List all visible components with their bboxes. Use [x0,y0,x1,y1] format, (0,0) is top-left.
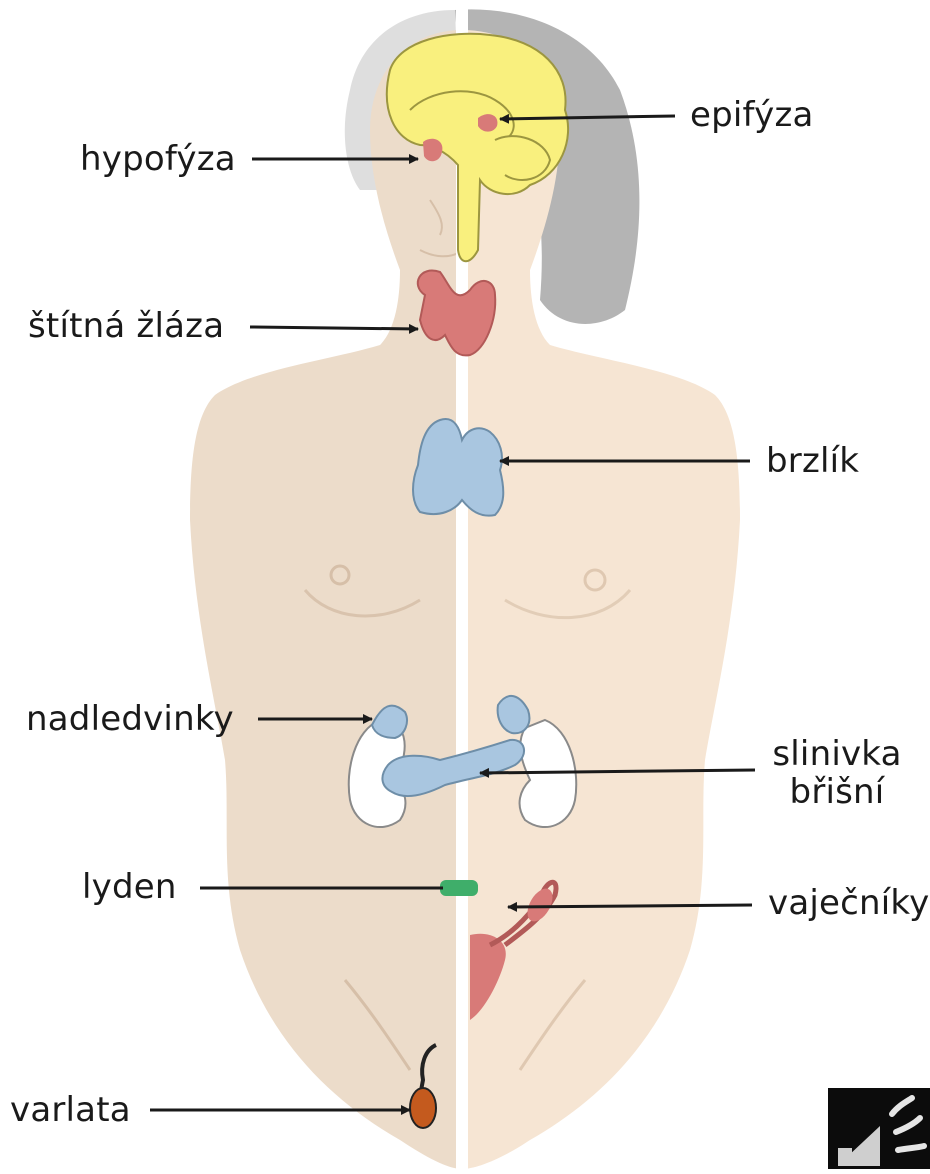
label-slinivka-brisni: slinivka břišní [762,735,912,811]
label-slinivka-line2: břišní [762,773,912,811]
label-stitna-zlaza: štítná žláza [28,309,224,343]
arrow-vajecniky [508,905,752,907]
arrow-stitna-zlaza [250,327,418,329]
label-lyden: lyden [82,870,177,904]
label-brzlik: brzlík [766,444,859,478]
label-slinivka-line1: slinivka [762,735,912,773]
audio-button[interactable] [828,1088,930,1169]
label-varlata: varlata [10,1093,131,1127]
label-epifyza: epifýza [690,98,814,132]
lyden-organ [440,880,478,896]
speaker-icon [828,1088,930,1169]
label-hypofyza: hypofýza [80,142,236,176]
label-vajecniky: vaječníky [768,886,929,920]
epifyza-gland [478,114,497,132]
thymus-gland [413,419,503,516]
label-nadledvinky: nadledvinky [26,702,234,736]
